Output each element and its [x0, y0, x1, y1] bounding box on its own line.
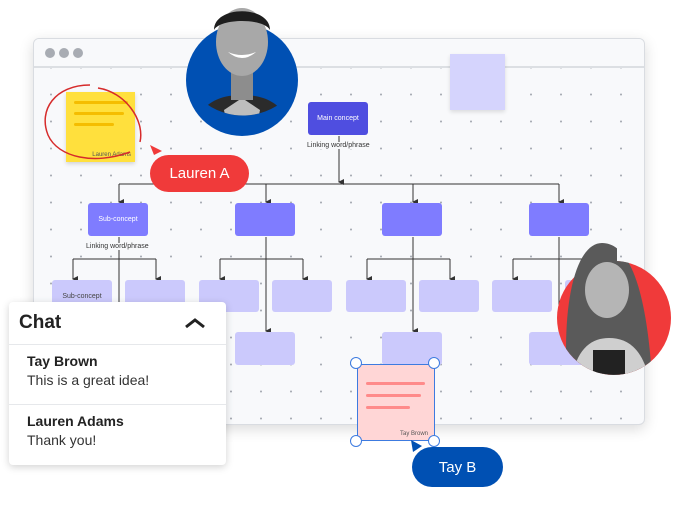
- cursor-arrow-icon: [150, 145, 162, 155]
- main-concept-node[interactable]: Main concept: [308, 102, 368, 135]
- node-label: Sub-concept: [62, 292, 102, 300]
- red-circle-annotation: [44, 84, 142, 160]
- concept-node[interactable]: [235, 203, 295, 236]
- window-control-dot[interactable]: [59, 48, 69, 58]
- cursor-label-tay: Tay B: [412, 447, 503, 487]
- chat-message: Lauren Adams Thank you!: [9, 404, 226, 464]
- resize-handle[interactable]: [350, 357, 362, 369]
- leaf-node[interactable]: [346, 280, 406, 312]
- window-control-dot[interactable]: [45, 48, 55, 58]
- window-control-dot[interactable]: [73, 48, 83, 58]
- node-label: Main concept: [317, 115, 359, 122]
- resize-handle[interactable]: [428, 357, 440, 369]
- resize-handle[interactable]: [428, 435, 440, 447]
- leaf-node[interactable]: [272, 280, 332, 312]
- sub-concept-node[interactable]: Sub-concept: [88, 203, 148, 236]
- concept-node[interactable]: [529, 203, 589, 236]
- message-text: Thank you!: [27, 432, 97, 448]
- chat-panel: Chat Tay Brown This is a great idea! Lau…: [9, 302, 226, 465]
- avatar-woman: [557, 243, 671, 375]
- title-bar: [34, 39, 644, 68]
- chevron-up-icon[interactable]: [184, 317, 206, 329]
- leaf-node[interactable]: [492, 280, 552, 312]
- resize-handle[interactable]: [350, 435, 362, 447]
- chat-message: Tay Brown This is a great idea!: [9, 344, 226, 404]
- chat-title: Chat: [19, 312, 62, 333]
- message-author: Lauren Adams: [27, 413, 124, 429]
- sticky-note-pink[interactable]: Tay Brown: [357, 364, 435, 441]
- avatar-man: [186, 8, 298, 136]
- linking-label: Linking word/phrase: [305, 142, 372, 149]
- concept-node[interactable]: [382, 203, 442, 236]
- node-label: Sub-concept: [98, 216, 138, 223]
- sticky-note-lavender[interactable]: [450, 54, 505, 110]
- message-text: This is a great idea!: [27, 372, 150, 388]
- linking-label: Linking word/phrase: [84, 243, 151, 250]
- sticky-author: Tay Brown: [399, 431, 428, 437]
- leaf-node[interactable]: [419, 280, 479, 312]
- leaf-node[interactable]: [235, 332, 295, 365]
- cursor-arrow-icon: [411, 440, 422, 452]
- cursor-label-lauren: Lauren A: [150, 155, 249, 192]
- sticky-author: Lauren Adams: [92, 152, 131, 158]
- message-author: Tay Brown: [27, 353, 98, 369]
- sticky-note-yellow[interactable]: Lauren Adams: [66, 92, 135, 162]
